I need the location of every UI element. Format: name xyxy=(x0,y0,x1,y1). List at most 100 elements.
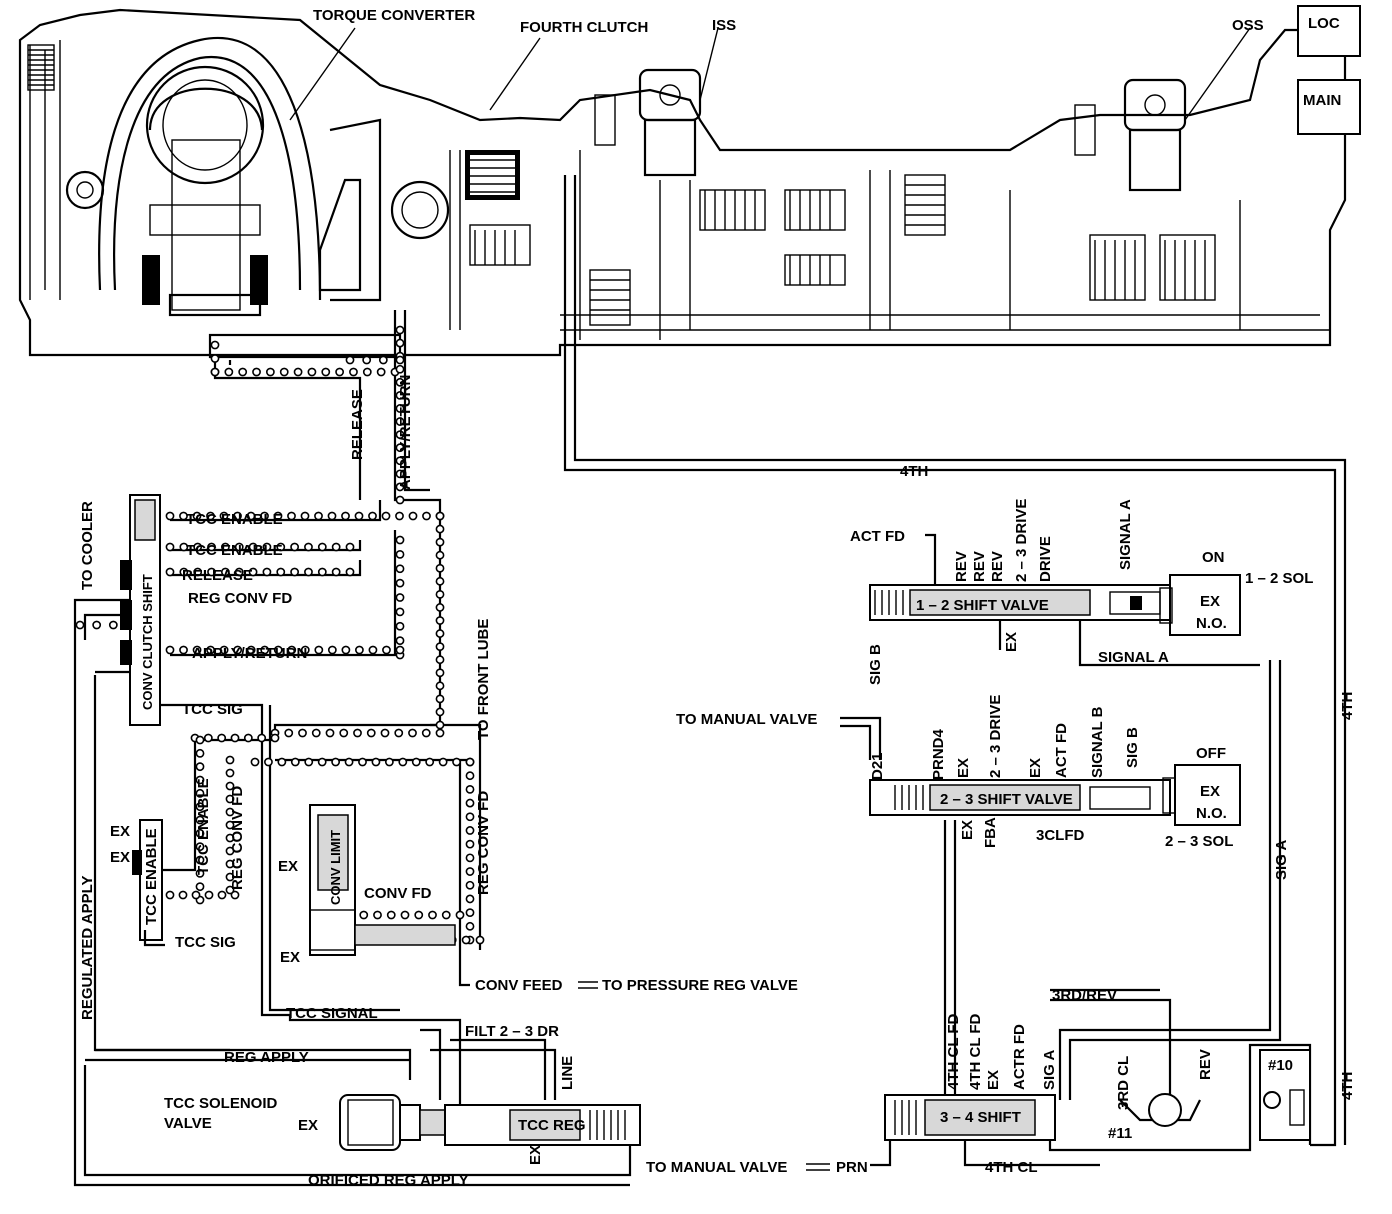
passage-dot xyxy=(414,910,424,920)
label-line: LINE xyxy=(559,1056,576,1090)
passage-dot xyxy=(193,542,203,552)
leader-oss xyxy=(1184,27,1251,121)
passage-dot xyxy=(435,681,445,691)
passage-dot xyxy=(217,890,227,900)
label-tcc-reg: TCC REG xyxy=(518,1117,586,1134)
passage-dot xyxy=(408,511,418,521)
passage-dot xyxy=(395,549,405,559)
passage-dot xyxy=(230,733,240,743)
passage-dot xyxy=(290,542,300,552)
passage-dot xyxy=(300,645,310,655)
passage-dot xyxy=(465,839,475,849)
passage-dot xyxy=(435,642,445,652)
passage-dot xyxy=(366,728,376,738)
fourth-clutch-plates xyxy=(465,150,531,266)
loc-label: LOC xyxy=(1308,15,1340,32)
passage-dot xyxy=(384,757,394,767)
passage-dot xyxy=(425,757,435,767)
passage-dot xyxy=(277,757,287,767)
converter-clutch-shift-valve: CONV CLUTCH SHIFT xyxy=(120,494,161,726)
passage-dot xyxy=(276,542,286,552)
label-tcc-enable-1: TCC ENABLE xyxy=(186,511,283,528)
passage-dot xyxy=(465,757,475,767)
passage-dot xyxy=(378,355,388,365)
label-oss: OSS xyxy=(1232,17,1264,34)
label-to-manual-valve-prn: TO MANUAL VALVE xyxy=(646,1159,787,1176)
passage-dot xyxy=(195,882,205,892)
passage-dot xyxy=(465,867,475,876)
passage-dot xyxy=(314,645,324,655)
passage-dot xyxy=(331,567,341,577)
label-3rd-cl: 3RD CL xyxy=(1115,1056,1132,1110)
conv-limit-valve: CONV LIMIT xyxy=(309,804,456,956)
label-reg-conv-fd-vert2: REG CONV FD xyxy=(475,791,492,895)
label-ex-34: EX xyxy=(985,1070,1002,1090)
passage-dot xyxy=(246,645,256,655)
passage-dot xyxy=(335,367,345,377)
passage-dot xyxy=(225,781,235,791)
label-reg-conv-fd: REG CONV FD xyxy=(188,590,292,607)
passage-dot xyxy=(395,404,405,413)
label-no-23: N.O. xyxy=(1196,805,1227,822)
passage-dot xyxy=(276,567,286,577)
passage-dot xyxy=(435,728,445,738)
two-three-solenoid xyxy=(1162,764,1241,826)
passage-dot xyxy=(220,542,230,552)
loc-button[interactable]: LOC xyxy=(1297,5,1361,57)
passage-dot xyxy=(204,890,214,900)
passage-dot xyxy=(225,820,235,830)
passage-dot xyxy=(311,728,321,738)
passage-dot xyxy=(317,757,327,767)
label-fourth-clutch: FOURTH CLUTCH xyxy=(520,19,648,36)
passage-dot xyxy=(435,563,445,573)
label-to-front-lube: TO FRONT LUBE xyxy=(475,619,492,740)
passage-dot xyxy=(395,564,405,574)
two-three-shift-valve xyxy=(869,779,1171,816)
passage-dot xyxy=(422,511,431,521)
leader-iss xyxy=(699,27,719,101)
passage-dot xyxy=(411,757,421,767)
passage-dot xyxy=(359,910,369,920)
label-num-10: #10 xyxy=(1268,1057,1293,1074)
passage-dot xyxy=(465,784,475,794)
passage-dot xyxy=(233,511,242,521)
leader-torque-converter xyxy=(289,27,356,121)
passage-dot xyxy=(395,621,405,631)
label-apply-return-vert: APPLY/RETURN xyxy=(397,375,414,490)
label-4th-cl-fd-2: 4TH CL FD xyxy=(967,1013,984,1090)
passage-dot xyxy=(178,890,188,900)
label-apply-return: APPLY/RETURN xyxy=(192,645,307,662)
passage-dot xyxy=(339,728,349,738)
label-2-3-drive: 2 – 3 DRIVE xyxy=(1013,499,1030,582)
passage-dot xyxy=(250,757,260,767)
passage-dot xyxy=(260,645,270,655)
passage-dot xyxy=(421,728,431,738)
label-filt-2-3-dr: FILT 2 – 3 DR xyxy=(465,1023,559,1040)
passage-dot xyxy=(165,645,175,655)
passage-dot xyxy=(257,733,267,743)
passage-dot xyxy=(395,417,405,426)
leader-fourth-clutch xyxy=(489,37,541,111)
passage-dot xyxy=(224,367,234,377)
label-to-pressure-reg: TO PRESSURE REG VALVE xyxy=(602,977,798,994)
passage-dot xyxy=(179,511,188,521)
passage-dot xyxy=(300,511,310,521)
passage-dot xyxy=(345,542,355,552)
label-release: RELEASE xyxy=(182,567,253,584)
passage-dot xyxy=(395,364,405,374)
passage-dot xyxy=(465,894,475,904)
passage-dot xyxy=(195,855,205,865)
passage-dot xyxy=(220,567,230,577)
passage-dot xyxy=(203,733,213,743)
label-tcc-solenoid-1: TCC SOLENOID xyxy=(164,1095,278,1112)
passage-dot xyxy=(217,733,227,743)
passage-dot xyxy=(165,890,175,900)
passage-dot xyxy=(165,511,175,521)
passage-dot xyxy=(395,456,405,466)
label-sig-a-right: SIG A xyxy=(1273,840,1290,880)
passage-dot xyxy=(264,757,273,767)
main-button[interactable]: MAIN xyxy=(1297,79,1361,135)
gearsets xyxy=(560,150,1330,340)
passage-dot xyxy=(225,859,235,869)
passage-dot xyxy=(260,511,269,521)
